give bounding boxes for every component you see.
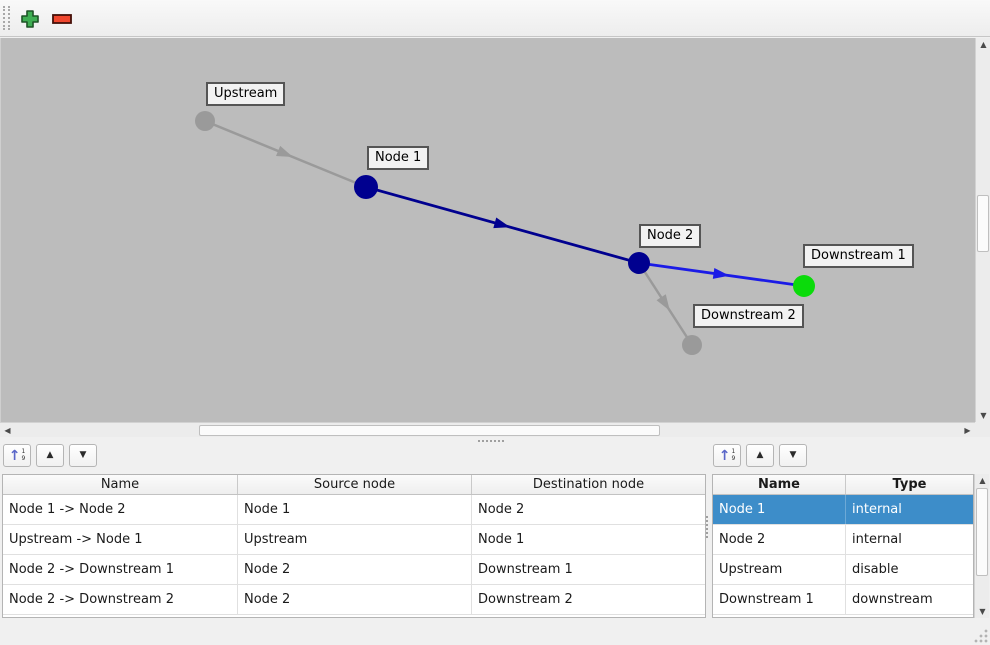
column-header[interactable]: Destination node xyxy=(532,477,645,492)
table-cell: Downstream 2 xyxy=(478,592,573,607)
column-header[interactable]: Type xyxy=(892,477,927,492)
table-cell: Node 2 xyxy=(478,502,525,517)
add-node-button[interactable] xyxy=(16,5,44,32)
move-down-button[interactable]: ▼ xyxy=(779,444,807,467)
edge-arrow-icon xyxy=(493,217,511,229)
table-cell: Node 1 -> Node 2 xyxy=(3,495,238,524)
node-label[interactable]: Downstream 1 xyxy=(803,244,914,268)
up-triangle-icon: ▲ xyxy=(46,450,54,460)
table-row[interactable]: Upstream disable xyxy=(713,555,973,585)
node-table-scrollbar[interactable]: ▲ ▼ xyxy=(974,474,989,618)
canvas-horizontal-scrollbar[interactable]: ◀ ▶ xyxy=(0,422,975,437)
main-toolbar xyxy=(0,0,990,37)
plus-icon xyxy=(21,9,39,28)
column-header[interactable]: Name xyxy=(713,475,846,494)
window-resize-grip[interactable] xyxy=(974,629,988,643)
scroll-right-arrow[interactable]: ▶ xyxy=(964,425,971,435)
graph-node[interactable] xyxy=(628,252,650,274)
column-header[interactable]: Source node xyxy=(238,475,472,494)
node-label[interactable]: Downstream 2 xyxy=(693,304,804,328)
table-cell: internal xyxy=(852,532,902,547)
table-row[interactable]: Node 2 internal xyxy=(713,525,973,555)
table-cell: Node 2 xyxy=(238,585,472,614)
table-cell: Upstream xyxy=(238,525,472,554)
scrollbar-thumb[interactable] xyxy=(977,195,989,252)
graph-node[interactable] xyxy=(354,175,378,199)
table-cell: Node 2 -> Downstream 2 xyxy=(3,585,238,614)
scroll-down-arrow[interactable]: ▼ xyxy=(980,410,987,420)
remove-node-button[interactable] xyxy=(48,5,76,32)
graph-node[interactable] xyxy=(195,111,215,131)
table-cell: Node 2 xyxy=(238,555,472,584)
scroll-up-arrow[interactable]: ▲ xyxy=(979,475,986,485)
down-triangle-icon: ▼ xyxy=(789,450,797,460)
table-cell: Node 2 xyxy=(713,525,846,554)
move-up-button[interactable]: ▲ xyxy=(746,444,774,467)
table-cell: Upstream -> Node 1 xyxy=(3,525,238,554)
up-triangle-icon: ▲ xyxy=(756,450,764,460)
scrollbar-thumb[interactable] xyxy=(199,425,660,436)
scrollbar-thumb[interactable] xyxy=(976,488,988,576)
table-cell: Downstream 1 xyxy=(713,585,846,614)
node-label[interactable]: Node 1 xyxy=(367,146,430,170)
down-triangle-icon: ▼ xyxy=(79,450,87,460)
table-cell: Node 2 -> Downstream 1 xyxy=(3,555,238,584)
vertical-splitter[interactable] xyxy=(706,516,711,538)
table-cell: Node 1 xyxy=(713,495,846,524)
canvas-vertical-scrollbar[interactable]: ▲ ▼ xyxy=(975,38,990,422)
table-cell: Node 1 xyxy=(478,532,525,547)
move-up-button[interactable]: ▲ xyxy=(36,444,64,467)
scroll-down-arrow[interactable]: ▼ xyxy=(979,606,986,616)
table-cell: Downstream 1 xyxy=(478,562,573,577)
table-cell: internal xyxy=(852,502,902,517)
splitter-handle[interactable] xyxy=(478,440,504,442)
scroll-up-arrow[interactable]: ▲ xyxy=(980,39,987,49)
scrollbar-corner xyxy=(975,422,990,437)
edge-arrow-icon xyxy=(656,294,670,311)
table-cell: Upstream xyxy=(713,555,846,584)
table-cell: downstream xyxy=(852,592,933,607)
toolbar-drag-handle[interactable] xyxy=(3,6,10,30)
scroll-left-arrow[interactable]: ◀ xyxy=(4,425,11,435)
table-row[interactable]: Node 1 internal xyxy=(713,495,973,525)
graph-node[interactable] xyxy=(682,335,702,355)
node-label[interactable]: Node 2 xyxy=(639,224,702,248)
graph-node[interactable] xyxy=(793,275,815,297)
table-row[interactable]: Downstream 1 downstream xyxy=(713,585,973,615)
table-cell: Node 1 xyxy=(238,495,472,524)
move-down-button[interactable]: ▼ xyxy=(69,444,97,467)
column-header[interactable]: Name xyxy=(3,475,238,494)
node-label[interactable]: Upstream xyxy=(206,82,286,106)
node-table-header: Name Type xyxy=(713,475,973,495)
edge-arrow-icon xyxy=(712,267,730,279)
table-cell: disable xyxy=(852,562,899,577)
minus-icon xyxy=(52,13,72,24)
edge-arrow-icon xyxy=(276,145,293,158)
horizontal-splitter[interactable] xyxy=(0,437,990,444)
